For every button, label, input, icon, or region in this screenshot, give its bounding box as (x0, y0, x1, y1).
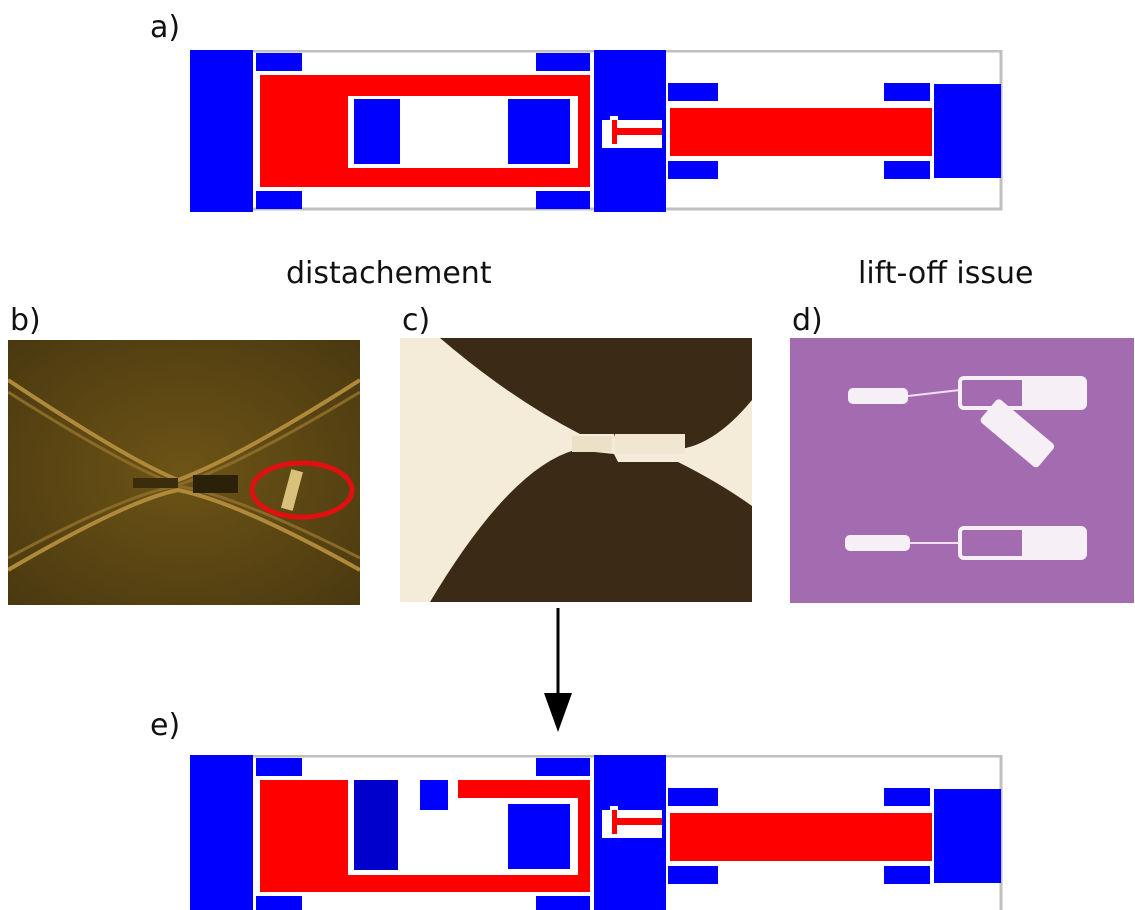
caption-lift-off-issue: lift-off issue (858, 256, 1034, 291)
panel-label-d: d) (792, 303, 823, 338)
layout-diagram-a (190, 50, 1003, 212)
micrograph-b (8, 340, 360, 605)
layout-diagram-e (190, 755, 1003, 910)
micrograph-d (790, 338, 1134, 603)
panel-label-b: b) (10, 303, 41, 338)
micrograph-c (400, 338, 752, 602)
arrow-down-icon (544, 608, 572, 732)
caption-distachement: distachement (286, 256, 492, 291)
panel-label-a: a) (150, 10, 181, 45)
panel-label-c: c) (402, 303, 431, 338)
panel-label-e: e) (150, 708, 181, 743)
